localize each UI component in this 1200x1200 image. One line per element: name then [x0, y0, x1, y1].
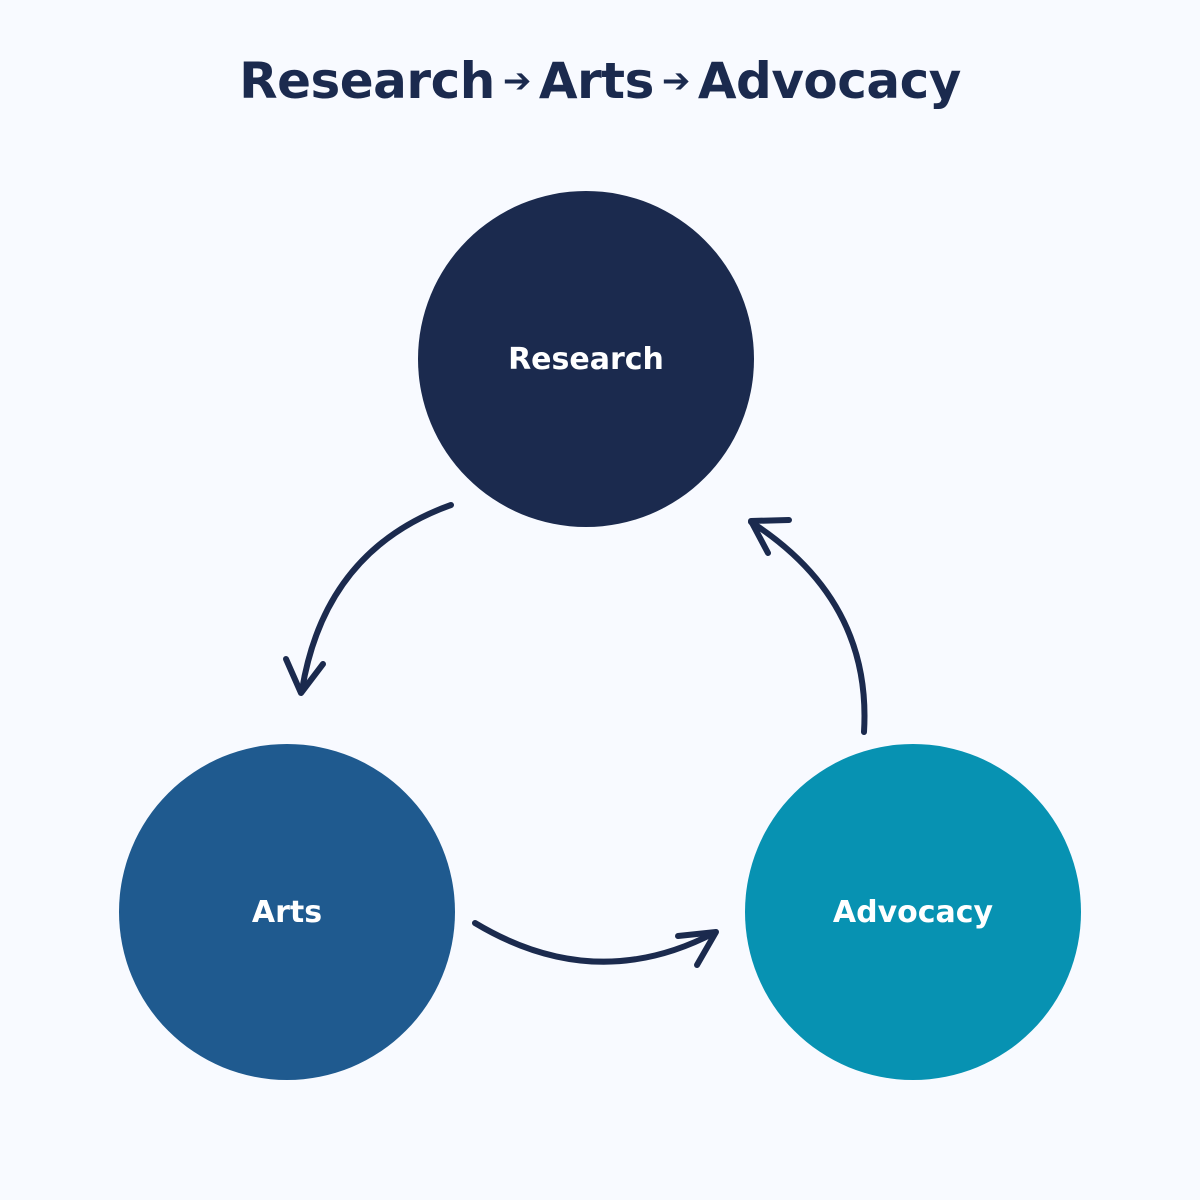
node-arts: Arts	[119, 744, 455, 1080]
arrow-advocacy-to-research	[748, 517, 868, 735]
arrow-research-to-arts	[283, 502, 454, 696]
diagram-title: Research➔Arts➔Advocacy	[0, 52, 1200, 110]
node-label: Advocacy	[832, 894, 994, 930]
node-label: Arts	[251, 894, 323, 930]
arrow-arts-to-advocacy	[472, 920, 719, 968]
title-research: Research	[239, 52, 495, 110]
node-label: Research	[508, 341, 664, 377]
node-advocacy: Advocacy	[745, 744, 1081, 1080]
title-arrow-icon: ➔	[661, 60, 691, 101]
title-advocacy: Advocacy	[697, 52, 962, 110]
node-research: Research	[418, 191, 754, 527]
title-arts: Arts	[538, 52, 655, 110]
title-arrow-icon: ➔	[502, 60, 532, 101]
